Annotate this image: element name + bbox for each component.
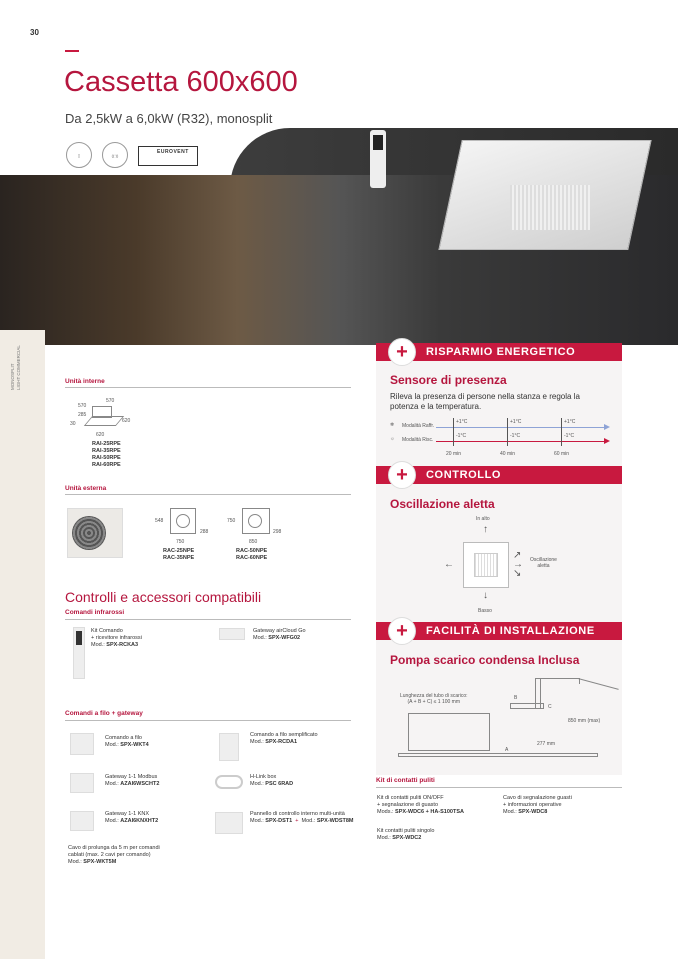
outdoor-unit-image: [67, 508, 123, 558]
gateway-image: [219, 628, 245, 640]
accessory-item: Kit Comando+ ricevitore infrarossi Mod.:…: [91, 628, 142, 648]
indoor-dimension-diagram: 570 570 285 30 620 620: [70, 398, 131, 438]
page-subtitle: Da 2,5kW a 6,0kW (R32), monosplit: [65, 111, 273, 126]
plus-icon: +: [388, 461, 416, 489]
cassette-grille: [510, 185, 590, 230]
drain-pump-diagram: Lunghezza del tubo di scarico:(A + B + C…: [380, 675, 620, 765]
title-accent: [65, 50, 79, 52]
banner-install: FACILITÀ DI INSTALLAZIONE: [376, 622, 622, 640]
outdoor-heading: Unità esterna: [65, 485, 107, 492]
ir-remote-image: [73, 627, 85, 679]
sensor-icon: ((·)): [102, 142, 128, 168]
arrow-down-icon: ↓: [483, 590, 488, 601]
clean-contacts-heading: Kit di contatti puliti: [376, 777, 435, 784]
infrared-heading: Comandi infrarossi: [65, 609, 125, 616]
control-title: Oscillazione aletta: [390, 497, 495, 511]
contact-item: Kit di contatti puliti ON/OFF+ segnalazi…: [377, 795, 464, 815]
divider: [65, 720, 351, 721]
remote-image: [370, 130, 386, 188]
divider: [65, 387, 351, 388]
wired-heading: Comandi a filo + gateway: [65, 710, 143, 717]
side-strip: [0, 330, 45, 959]
hlink-box-image: [215, 775, 243, 789]
page-title: Cassetta 600x600: [64, 66, 298, 98]
length-label: Lunghezza del tubo di scarico:(A + B + C…: [400, 693, 468, 705]
swing-arrows-icon: ↗→↘: [513, 550, 523, 579]
banner-energy: RISPARMIO ENERGETICO: [376, 343, 622, 361]
presence-timeline: ❄ Modalità Raffr. ☼ Modalità Risc. +1°C …: [390, 418, 620, 462]
energy-title: Sensore di presenza: [390, 373, 507, 387]
simple-remote-image: [219, 733, 239, 761]
label-up: In alto: [476, 516, 490, 522]
eurovent-logo: EUROVENT: [138, 146, 198, 166]
contact-item: Cavo di segnalazione guasti+ informazion…: [503, 795, 572, 815]
divider: [376, 787, 622, 788]
modbus-gateway-image: [70, 773, 94, 793]
page-number: 30: [30, 28, 39, 37]
label-down: Basso: [478, 608, 492, 614]
cassette-top-view: [463, 542, 509, 588]
accessories-title: Controlli e accessori compatibili: [65, 589, 262, 605]
install-title: Pompa scarico condensa Inclusa: [390, 653, 580, 667]
energy-text: Rileva la presenza di persone nella stan…: [390, 392, 580, 411]
outdoor-dimension-diagram-2: 750 850 298: [225, 505, 285, 545]
indoor-heading: Unità interne: [65, 378, 105, 385]
outdoor-dimension-diagram-1: 548 750 288: [150, 505, 210, 545]
accessory-item: Gateway airCloud Go Mod.: SPX-WFG02: [253, 628, 306, 641]
banner-control: CONTROLLO: [376, 466, 622, 484]
arrow-left-icon: ←: [444, 559, 454, 570]
plus-icon: +: [388, 338, 416, 366]
arrow-up-icon: ↑: [483, 524, 488, 535]
multi-unit-panel-image: [215, 812, 243, 834]
accessory-item: Pannello di controllo interno multi-unit…: [250, 811, 354, 824]
divider: [65, 619, 351, 620]
divider: [65, 494, 351, 495]
plus-icon: +: [388, 617, 416, 645]
wired-remote-image: [70, 733, 94, 755]
knx-gateway-image: [70, 811, 94, 831]
sun-icon: ☼: [390, 436, 395, 442]
wireless-icon: ▯: [66, 142, 92, 168]
snowflake-icon: ❄: [390, 422, 395, 428]
